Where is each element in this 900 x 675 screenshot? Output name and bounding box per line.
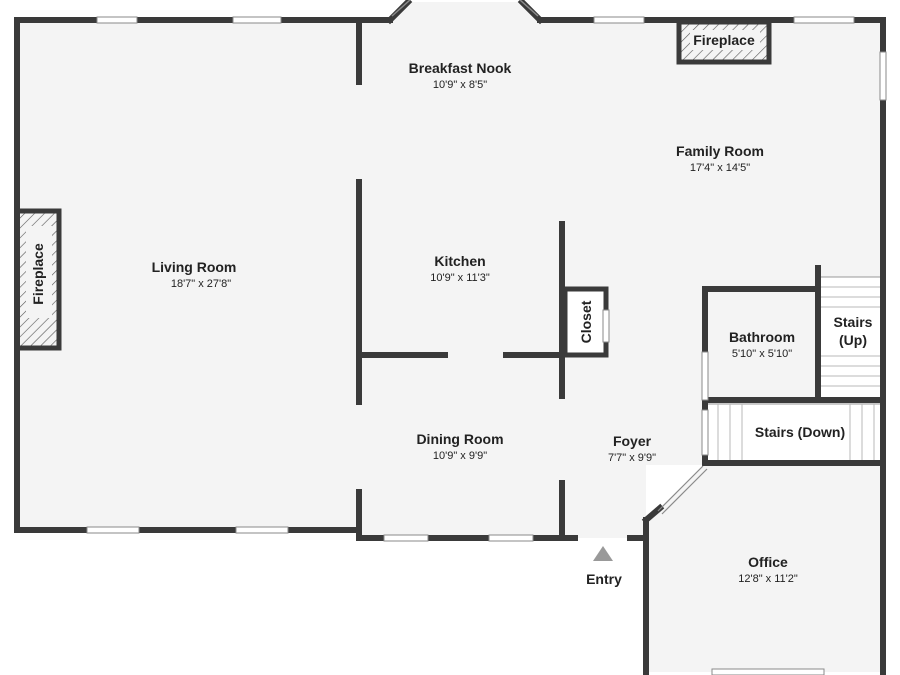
fireplace-family [676,19,772,65]
living-room-dims: 18'7" x 27'8" [171,278,231,290]
stairs-down-label: Stairs (Down) [755,424,845,440]
stairs-up-label-line2: (Up) [839,332,867,348]
entry-marker [593,546,613,561]
office-door-window [657,465,708,515]
foyer-name: Foyer [613,433,652,449]
kitchen-dims: 10'9" x 11'3" [430,272,490,284]
fireplace-family-label: Fireplace [693,32,755,48]
bathroom-name: Bathroom [729,329,795,345]
living-room-name: Living Room [152,259,237,275]
floor-area [17,2,883,672]
fireplace-living [14,208,62,351]
breakfast-nook-name: Breakfast Nook [409,60,512,76]
family-room-dims: 17'4" x 14'5" [690,162,750,174]
breakfast-nook-dims: 10'9" x 8'5" [433,79,487,91]
foyer-dims: 7'7" x 9'9" [608,452,656,464]
bay-window [391,0,539,17]
walls [14,0,886,675]
stairs-down [706,403,883,463]
kitchen-name: Kitchen [434,253,485,269]
dining-room-dims: 10'9" x 9'9" [433,450,487,462]
office-dims: 12'8" x 11'2" [738,573,798,585]
bathroom-dims: 5'10" x 5'10" [732,348,792,360]
office-name: Office [748,554,788,570]
fireplace-living-label: Fireplace [30,243,46,305]
closet-label: Closet [578,300,594,343]
stairs-up-label-line1: Stairs [834,314,873,330]
family-room-name: Family Room [676,143,764,159]
entry-label: Entry [586,571,622,587]
windows [86,16,887,675]
dining-room-name: Dining Room [416,431,503,447]
